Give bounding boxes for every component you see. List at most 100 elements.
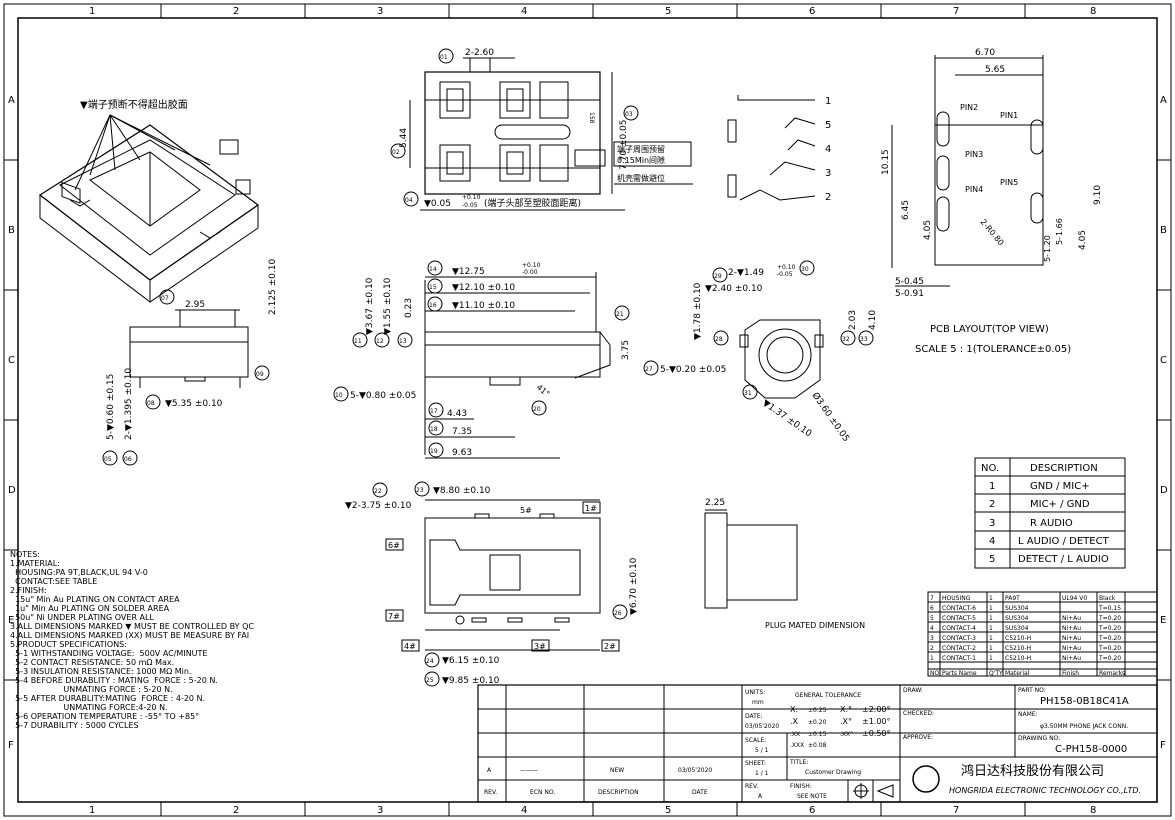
pin-table-no: 3 <box>989 518 995 529</box>
note-line: 5-5 AFTER DURABLITY:MATING FORCE : 4-20 … <box>10 694 205 703</box>
balloon-31: 31 <box>744 390 752 397</box>
balloon-22: 22 <box>374 488 382 495</box>
note-line: 5-6 OPERATION TEMPERATURE : -55° TO +85° <box>10 712 199 721</box>
pin-table-header-desc: DESCRIPTION <box>1030 463 1098 474</box>
checked-label: CHECKED: <box>903 710 934 717</box>
col-label: 6 <box>809 6 815 17</box>
pin-schematic: 1 5 4 3 2 <box>727 95 831 203</box>
plug-dim-2.25: 2.25 <box>705 498 725 508</box>
note-line: HOUSING:PA 9T,BLACK,UL 94 V-0 <box>10 568 148 577</box>
tol-cell: .XX° <box>840 731 853 738</box>
dim-12.75-tp: +0.10 <box>522 262 541 269</box>
finish-value: SEE NOTE <box>797 793 827 800</box>
balloon-20: 20 <box>533 406 541 413</box>
dim-4.10: 4.10 <box>868 310 878 330</box>
dim-3.75: 3.75 <box>621 340 631 360</box>
dim-04-note: (端子头部至塑胶面距离) <box>484 197 581 209</box>
dim-2.125: 2.125 ±0.10 <box>268 259 278 315</box>
balloon-11: 11 <box>354 338 362 345</box>
bom-cell: CONTACT-4 <box>942 625 976 632</box>
pcb-scale: SCALE 5 : 1(TOLERANCE±0.05) <box>915 344 1071 355</box>
balloon-25: 25 <box>426 677 434 684</box>
col-label: 6 <box>809 805 815 816</box>
note-line: 50u" Ni UNDER PLATING OVER ALL <box>10 613 154 622</box>
pin-1-label: 1 <box>825 96 831 107</box>
pcb-rh-1.20-prefix: 5- <box>1043 254 1052 262</box>
balloon-15: 15 <box>429 284 437 291</box>
dim-9.85: ▼9.85 ±0.10 <box>442 676 500 686</box>
dim-11.10: ▼11.10 ±0.10 <box>452 301 515 311</box>
title-value: Customer Drawing <box>805 769 861 776</box>
bom-cell: T=0.20 <box>1098 615 1121 622</box>
bottom-view: 23 ▼8.80 ±0.10 22 ▼2-3.75 ±0.10 5# 1# 2#… <box>345 481 639 687</box>
tol-cell: .X° <box>840 717 852 726</box>
note-line: 5-4 BEFORE DURABLITY : MATING FORCE : 5-… <box>10 676 218 685</box>
dim-8.80: ▼8.80 ±0.10 <box>433 486 491 496</box>
bom-cell: 1 <box>989 655 993 662</box>
pin-table-no: 2 <box>989 499 995 510</box>
bom-cell: 1 <box>989 605 993 612</box>
bom-cell: CONTACT-2 <box>942 645 976 652</box>
sheet-value: 1 / 1 <box>755 770 769 777</box>
rev-value: A <box>487 767 492 774</box>
pin-table-header-no: NO. <box>981 463 999 474</box>
balloon-14: 14 <box>429 266 437 273</box>
bom-cell: T=0.20 <box>1098 645 1121 652</box>
top-mark: 158 <box>588 112 595 124</box>
dim-5-0.60: 5-▼0.60 ±0.15 <box>106 374 116 440</box>
pcb-h-4.05: 4.05 <box>923 220 933 240</box>
note-line: 5.PRODUCT SPECIFICATIONS: <box>10 640 127 649</box>
note-line: 5-7 DURABILITY : 5000 CYCLES <box>10 721 139 730</box>
dim-12.75: ▼12.75 <box>452 267 485 277</box>
dim-9.63: 9.63 <box>452 448 472 458</box>
bom-cell: T=0.20 <box>1098 655 1121 662</box>
note-line: 5-1 WITHSTANDING VOLTAGE: 500V AC/MINUTE <box>10 649 207 658</box>
dim-dia-3.60: Ø3.60 ±0.05 <box>810 390 852 443</box>
col-label: 3 <box>377 805 383 816</box>
bom-cell: SUS304 <box>1005 605 1029 612</box>
bom-cell: CONTACT-6 <box>942 605 976 612</box>
approve-label: APPROVE: <box>903 734 933 741</box>
balloon-17: 17 <box>430 408 438 415</box>
sheet-label: SHEET: <box>745 760 766 767</box>
note-line: 3.ALL DIMENSIONS MARKED ▼ MUST BE CONTRO… <box>10 622 254 631</box>
bom-cell: PA9T <box>1005 595 1020 602</box>
dim-2-2.60: 2-2.60 <box>465 48 494 58</box>
col-label: 8 <box>1090 805 1096 816</box>
dim-12.10: ▼12.10 ±0.10 <box>452 283 515 293</box>
dim-2.95: 2.95 <box>185 300 205 310</box>
date-value: 03/05'2020 <box>678 767 712 774</box>
scale-value: 5 / 1 <box>755 747 769 754</box>
pin-table-desc: DETECT / L AUDIO <box>1018 554 1109 565</box>
bom-cell: SUS304 <box>1005 625 1029 632</box>
note-shell: 机壳需做避位 <box>617 173 665 183</box>
note-line: UNMATING FORCE : 5-20 N. <box>10 685 173 694</box>
bom-cell: Ni+Au <box>1062 635 1081 642</box>
tol-cell: .XX <box>790 731 800 738</box>
dim-41deg: 41° <box>535 383 552 399</box>
pin-table: NO. DESCRIPTION 1 GND / MIC+ 2 MIC+ / GN… <box>974 457 1126 569</box>
pcb-pin3: PIN3 <box>965 150 983 159</box>
tol-cell: .XXX <box>790 742 804 749</box>
side-view: 14 ▼12.75 +0.10 -0.00 15 ▼12.10 ±0.10 16… <box>333 260 631 459</box>
bom-cell: NO. <box>930 670 941 677</box>
balloon-06: 06 <box>124 456 132 463</box>
dim-1.49-tm: -0.05 <box>777 271 793 278</box>
note-line: 5-2 CONTACT RESISTANCE: 50 mΩ Max. <box>10 658 174 667</box>
row-label: E <box>8 615 14 626</box>
date-label: DATE: <box>745 713 763 720</box>
bom-cell: CONTACT-1 <box>942 655 976 662</box>
units-label: UNITS: <box>745 689 765 696</box>
bom-cell: T=0.15 <box>1098 605 1121 612</box>
dim-2.03: 2.03 <box>848 310 858 330</box>
dim-2.40: ▼2.40 ±0.10 <box>705 284 763 294</box>
bom-cell: Ni+Au <box>1062 625 1081 632</box>
balloon-08: 08 <box>147 400 155 407</box>
name-value: φ3.50MM PHONE JACK CONN. <box>1040 723 1128 730</box>
tol-cell: ±1.00° <box>862 717 891 726</box>
drawno-value: C-PH158-0000 <box>1055 744 1127 755</box>
rev-header: REV. <box>484 789 497 796</box>
dim-1.37: ▼1.37 ±0.10 <box>760 398 813 439</box>
note-line: 4.ALL DIMENSIONS MARKED (XX) MUST BE MEA… <box>10 631 249 640</box>
bom-cell: 7 <box>930 595 934 602</box>
